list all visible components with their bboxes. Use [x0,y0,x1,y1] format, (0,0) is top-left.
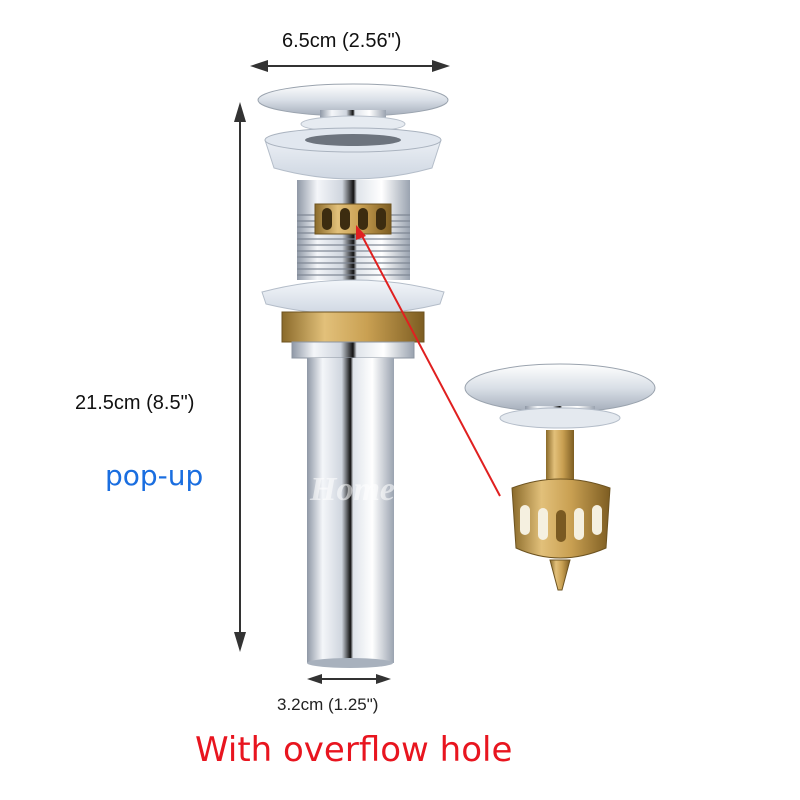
detail-pointer [356,225,501,497]
height-arrow [234,102,246,652]
top-diameter-arrow [250,60,450,72]
height-label: 21.5cm (8.5") [75,392,195,414]
feature-label: With overflow hole [195,730,513,770]
drain-body [257,83,449,668]
type-label: pop-up [105,459,204,492]
pipe-diameter-arrow [307,674,391,684]
pipe-diameter-label: 3.2cm (1.25") [277,695,379,714]
popup-plug-detail [464,363,656,591]
top-diameter-label: 6.5cm (2.56") [282,30,402,52]
watermark-text: Home [309,471,395,508]
